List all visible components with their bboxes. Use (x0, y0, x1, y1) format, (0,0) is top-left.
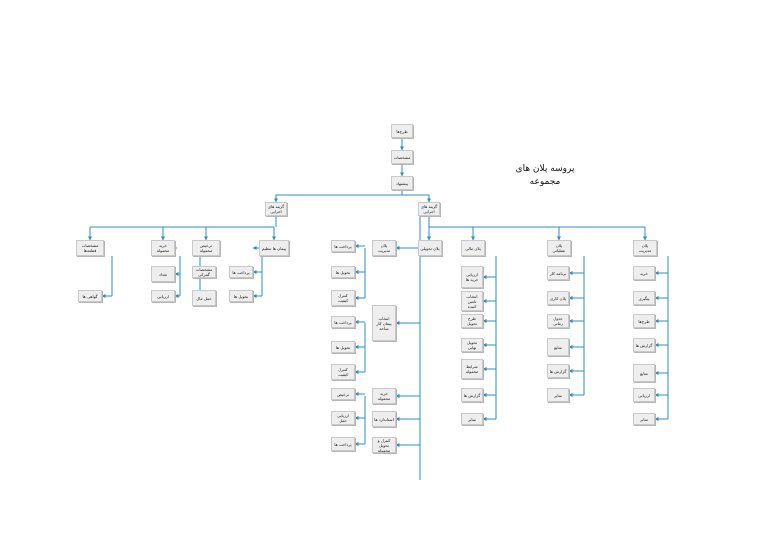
node-n2: مشخصات (391, 150, 413, 164)
node-m1a: پرداخت ها (331, 240, 355, 252)
node-r4d: گزارش ها (633, 338, 655, 352)
node-c1: پیمان ها تنظیم (259, 240, 289, 256)
node-m3e: کنترل و تحویل محموله (372, 437, 396, 453)
node-m2b: تحویل ها (331, 341, 355, 353)
node-r3b: پلان کاری (547, 291, 569, 305)
node-m3: خرید محموله (372, 388, 396, 404)
node-m3c: پرداخت ها (331, 437, 355, 451)
node-c1b: تحویل ها (229, 290, 253, 302)
node-r1a: ارزیابی خرید ها (461, 266, 483, 288)
node-r4f: ارزیابی (633, 388, 655, 402)
node-c1a: پرداخت ها (229, 266, 253, 278)
node-L1: گزینه های اجرایی (265, 202, 287, 216)
node-m1: پلان مدیریت (372, 240, 396, 256)
node-r3a: برنامه کار (547, 266, 569, 280)
node-c2b: حمل مال (192, 290, 216, 306)
node-r3: پلان عملیاتی (547, 240, 571, 256)
node-r4: پلان مدیریت (633, 240, 657, 256)
node-c4: مشخصات قطعه‌ها (76, 240, 104, 256)
node-m2c: کنترل کیفیت (331, 364, 355, 380)
node-m2a: پرداخت ها (331, 316, 355, 328)
node-r1b: انتخاب تامین کننده (461, 291, 483, 311)
node-r1g: سایر (461, 413, 483, 425)
node-c2a: مشخصات گمرکی (192, 266, 216, 278)
node-c3: خرید محموله (151, 240, 175, 256)
node-n3: پیشنهاد (391, 176, 413, 190)
node-r3d: منابع (547, 338, 569, 356)
node-r1c: طرح تحویل (461, 314, 483, 328)
node-c2: ترخیص محموله (192, 240, 220, 256)
node-n1: طرح‌ها (391, 124, 413, 138)
node-m1b: تحویل ها (331, 266, 355, 278)
node-r4c: طرح‌ها (633, 314, 655, 328)
node-m1c: کنترل کیفیت (331, 290, 355, 306)
node-r4g: سایر (633, 413, 655, 425)
node-c3a: تعداد (151, 266, 175, 282)
node-r4a: خرید (633, 266, 655, 280)
node-m3b: ارزیابی حمل (331, 411, 355, 425)
node-m3a: ترخیص (331, 388, 355, 400)
diagram-title: پروسه پلان های مجموعه (515, 164, 575, 187)
node-r4b: پیگیری (633, 291, 655, 305)
node-r2: پلان مالی (461, 240, 485, 256)
node-r3c: جدول زمانی (547, 314, 569, 328)
node-r3f: سایر (547, 388, 569, 402)
node-r1d: تحویل نهایی (461, 338, 483, 352)
node-r3e: گزارش ها (547, 364, 569, 378)
node-r1f: گزارش ها (461, 388, 483, 402)
node-R1: گزینه های اجرایی (418, 202, 440, 216)
node-c3b: ارزیابی (151, 290, 175, 302)
connector-line (274, 190, 403, 203)
node-m3d: استاندارد ها (372, 411, 396, 427)
connector-line (402, 194, 431, 203)
node-c3c: گواهی ها (78, 290, 102, 302)
node-r1e: شرایط محموله (461, 359, 483, 379)
node-m2: انتخاب پیمان کار ساحه (372, 305, 396, 341)
node-r4e: منابع (633, 364, 655, 382)
node-r1: پلان تحویلی (418, 240, 442, 256)
